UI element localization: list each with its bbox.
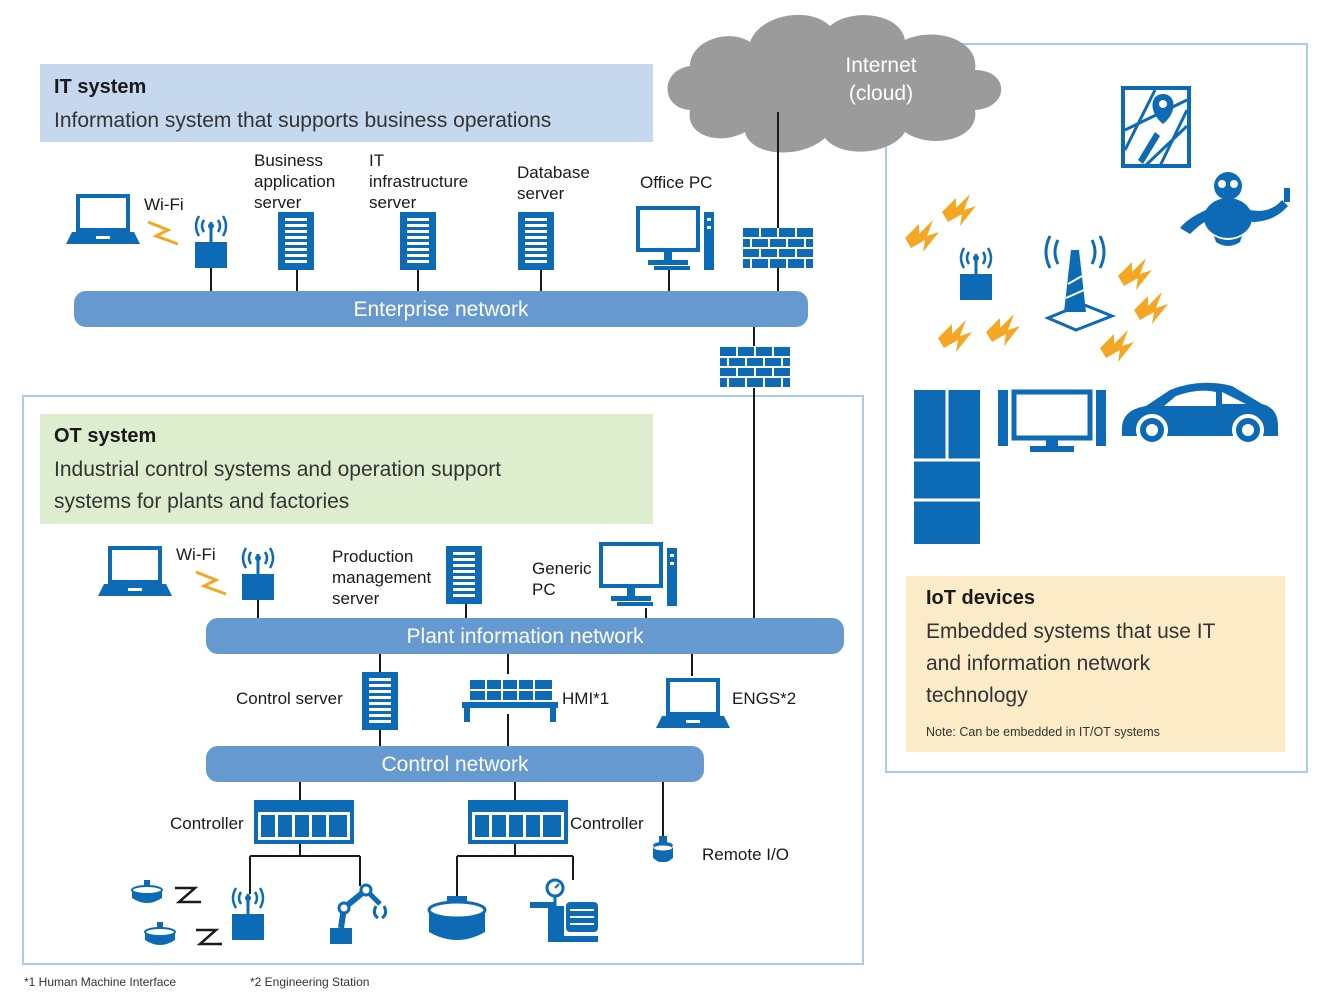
infra-server-icon	[400, 212, 436, 270]
iot-header-box	[906, 576, 1285, 752]
car-icon	[1121, 382, 1278, 446]
business-server-icon	[278, 212, 314, 270]
internet-label-line1: Internet	[845, 54, 916, 77]
office-pc-icon	[636, 206, 716, 272]
sensor-signal-icon	[173, 886, 203, 904]
ot-wifi-signal-icon	[194, 570, 228, 596]
ot-wifi-ap-icon	[240, 546, 276, 602]
lightning-icon-3	[1118, 258, 1152, 290]
plant-network-label: Plant information network	[407, 625, 644, 648]
ot-description-line1: Industrial control systems and operation…	[54, 458, 501, 481]
enterprise-network-label: Enterprise network	[353, 298, 529, 321]
sensor-signal-icon-2	[194, 928, 224, 946]
robot-icon	[1180, 172, 1290, 246]
plant-network-band	[206, 618, 844, 654]
engs-laptop-icon	[654, 678, 732, 730]
controller-left-icon	[254, 800, 354, 844]
iot-description-line3: technology	[926, 684, 1028, 707]
iot-note: Note: Can be embedded in IT/OT systems	[926, 725, 1160, 739]
iot-ap-icon	[958, 246, 994, 302]
database-server-icon	[518, 212, 554, 270]
iot-title: IoT devices	[926, 587, 1035, 609]
iot-description-line2: and information network	[926, 652, 1151, 675]
production-server-label: Production management server	[332, 547, 436, 608]
lightning-icon-6	[986, 314, 1020, 346]
internet-label-line2: (cloud)	[849, 82, 913, 105]
lightning-icon-7	[1100, 330, 1134, 362]
antenna-tower-icon	[1044, 235, 1117, 332]
controller-right-icon	[468, 800, 568, 844]
wifi-ap-icon	[193, 214, 229, 270]
tank-icon	[427, 896, 487, 940]
refrigerator-icon	[914, 390, 980, 544]
hmi-icon	[462, 680, 558, 722]
office-pc-label: Office PC	[640, 173, 712, 192]
footnote-2: *2 Engineering Station	[250, 975, 369, 989]
control-server-icon	[362, 672, 398, 730]
generic-pc-icon	[599, 542, 679, 608]
control-network-band	[206, 746, 704, 782]
laptop-icon	[64, 194, 142, 246]
it-header-box	[40, 64, 653, 142]
it-wifi-label: Wi-Fi	[144, 195, 184, 214]
ot-header-box	[40, 414, 653, 524]
ot-connectors	[249, 600, 693, 898]
ot-description-line2: systems for plants and factories	[54, 490, 349, 513]
cloud-icon	[667, 14, 1002, 153]
iot-description-line1: Embedded systems that use IT	[926, 620, 1216, 643]
tv-icon	[998, 389, 1106, 452]
ot-wifi-label: Wi-Fi	[176, 545, 216, 564]
footnote-1: *1 Human Machine Interface	[24, 975, 176, 989]
remote-io-label: Remote I/O	[702, 845, 789, 864]
enterprise-network-band	[74, 291, 808, 327]
ot-title: OT system	[54, 425, 156, 447]
lightning-icon-4	[1134, 292, 1168, 324]
pump-motor-icon	[530, 878, 598, 942]
it-description: Information system that supports busines…	[54, 109, 551, 132]
engs-label: ENGS*2	[732, 689, 796, 708]
ot-frame	[22, 395, 864, 965]
lightning-icon-5	[938, 320, 972, 352]
firewall-icon	[742, 227, 814, 269]
map-pin-icon	[1121, 86, 1191, 168]
control-network-label: Control network	[381, 753, 529, 776]
controller-left-label: Controller	[170, 814, 244, 833]
hmi-label: HMI*1	[562, 689, 609, 708]
field-ap-icon	[230, 886, 266, 942]
sensor-icon	[131, 879, 163, 904]
wifi-signal-icon	[146, 220, 180, 246]
lightning-icon-2	[942, 194, 976, 226]
remote-io-icon	[653, 836, 673, 862]
production-server-icon	[446, 546, 482, 604]
robot-arm-icon	[330, 883, 388, 944]
iot-frame	[885, 43, 1308, 773]
it-connectors	[210, 112, 779, 618]
firewall-icon-2	[719, 346, 791, 388]
controller-right-label: Controller	[570, 814, 644, 833]
infra-server-label: IT infrastructure server	[369, 151, 473, 212]
database-server-label: Database server	[517, 163, 595, 203]
business-server-label: Business application server	[254, 151, 340, 212]
generic-pc-label: Generic PC	[532, 559, 596, 599]
it-title: IT system	[54, 76, 146, 98]
ot-laptop-icon	[96, 546, 174, 598]
lightning-icon	[905, 220, 939, 252]
sensor-icon-2	[144, 921, 176, 946]
control-server-label: Control server	[236, 689, 343, 708]
